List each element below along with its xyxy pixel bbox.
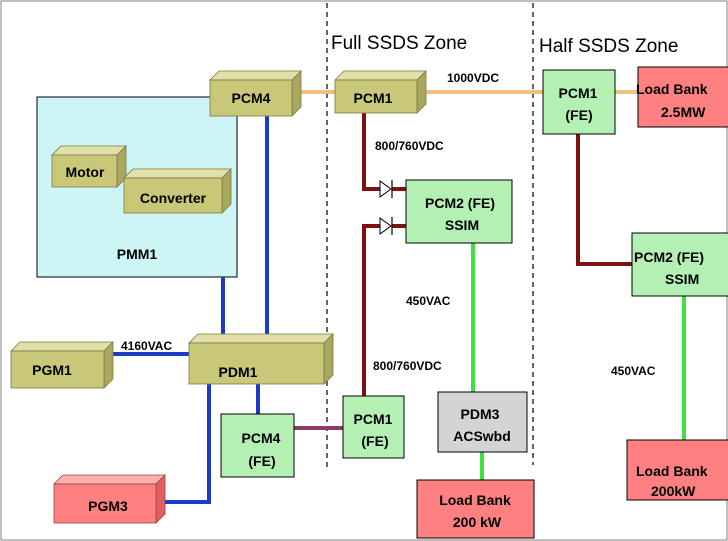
load-bank-bottom-value: 200 kW bbox=[453, 514, 502, 530]
diode-icon bbox=[379, 217, 393, 235]
diode-icon bbox=[379, 180, 393, 198]
pcm1-fe-right-sub-label: (FE) bbox=[565, 107, 592, 123]
label-450vac-right: 450VAC bbox=[611, 364, 656, 378]
pcm1-top-box: PCM1 bbox=[334, 70, 427, 114]
pcm1-top-label: PCM1 bbox=[354, 90, 393, 106]
pcm4-fe-label: PCM4 bbox=[242, 430, 281, 446]
ssim-label: SSIM bbox=[445, 217, 479, 233]
load-bank-top-right-box: Load Bank 2.5MW bbox=[636, 66, 728, 128]
pcm2-fe-label: PCM2 (FE) bbox=[425, 195, 495, 211]
ssim-right-label: SSIM bbox=[665, 271, 699, 287]
pcm4-top-label: PCM4 bbox=[232, 90, 271, 106]
pcm1-fe-bottom-sub-label: (FE) bbox=[361, 433, 388, 449]
line-pcm1fe-diode-bottom bbox=[362, 224, 380, 396]
line-pcm1fe-pcm2fe-right bbox=[576, 104, 632, 266]
acswbd-label: ACSwbd bbox=[453, 428, 511, 444]
load-bank-top-right-value: 2.5MW bbox=[661, 104, 706, 120]
load-bank-top-right-label: Load Bank bbox=[636, 81, 708, 97]
label-450vac-mid: 450VAC bbox=[406, 294, 451, 308]
pgm1-label: PGM1 bbox=[32, 362, 72, 378]
load-bank-bottom-label: Load Bank bbox=[439, 492, 511, 508]
label-1000vdc: 1000VDC bbox=[447, 71, 499, 85]
pcm1-fe-bottom-label: PCM1 bbox=[354, 411, 393, 427]
pdm1-label: PDM1 bbox=[219, 364, 258, 380]
label-800-760vdc-bottom: 800/760VDC bbox=[373, 359, 442, 373]
pcm4-fe-sub-label: (FE) bbox=[248, 453, 275, 469]
load-bank-bottom-box: Load Bank 200 kW bbox=[416, 479, 535, 539]
converter-box: Converter bbox=[123, 168, 232, 214]
label-800-760vdc-top: 800/760VDC bbox=[375, 139, 444, 153]
pcm2-fe-right-label: PCM2 (FE) bbox=[634, 249, 704, 265]
pgm1-box: PGM1 bbox=[10, 341, 114, 389]
motor-box: Motor bbox=[51, 145, 127, 188]
pgm3-label: PGM3 bbox=[88, 498, 128, 514]
pdm3-acswbd-box: PDM3 ACSwbd bbox=[437, 391, 528, 453]
half-ssds-zone-label: Half SSDS Zone bbox=[539, 36, 678, 57]
motor-label: Motor bbox=[66, 164, 105, 180]
pcm2-fe-ssim-box: PCM2 (FE) SSIM bbox=[405, 179, 513, 244]
pcm4-fe-box: PCM4 (FE) bbox=[220, 413, 295, 478]
label-4160vac: 4160VAC bbox=[121, 339, 172, 353]
pcm1-fe-right-box: PCM1 (FE) bbox=[542, 69, 616, 135]
load-bank-right-label: Load Bank bbox=[636, 463, 708, 479]
pcm1-fe-bottom-box: PCM1 (FE) bbox=[342, 395, 405, 459]
pmm1-label: PMM1 bbox=[117, 246, 158, 262]
pdm1-box: PDM1 bbox=[188, 333, 334, 385]
pdm3-label: PDM3 bbox=[461, 406, 500, 422]
load-bank-right-box: Load Bank 200kW bbox=[626, 439, 728, 501]
pcm4-top-box: PCM4 bbox=[209, 70, 302, 117]
line-pdm1-pgm3 bbox=[155, 384, 211, 504]
converter-label: Converter bbox=[140, 190, 207, 206]
pcm1-fe-right-label: PCM1 bbox=[559, 85, 598, 101]
line-pcm1-diode-top bbox=[362, 110, 380, 191]
pgm3-box: PGM3 bbox=[53, 474, 166, 524]
pcm2-fe-ssim-right-box: PCM2 (FE) SSIM bbox=[631, 232, 728, 297]
load-bank-right-value: 200kW bbox=[651, 483, 696, 499]
full-ssds-zone-label: Full SSDS Zone bbox=[331, 33, 467, 54]
